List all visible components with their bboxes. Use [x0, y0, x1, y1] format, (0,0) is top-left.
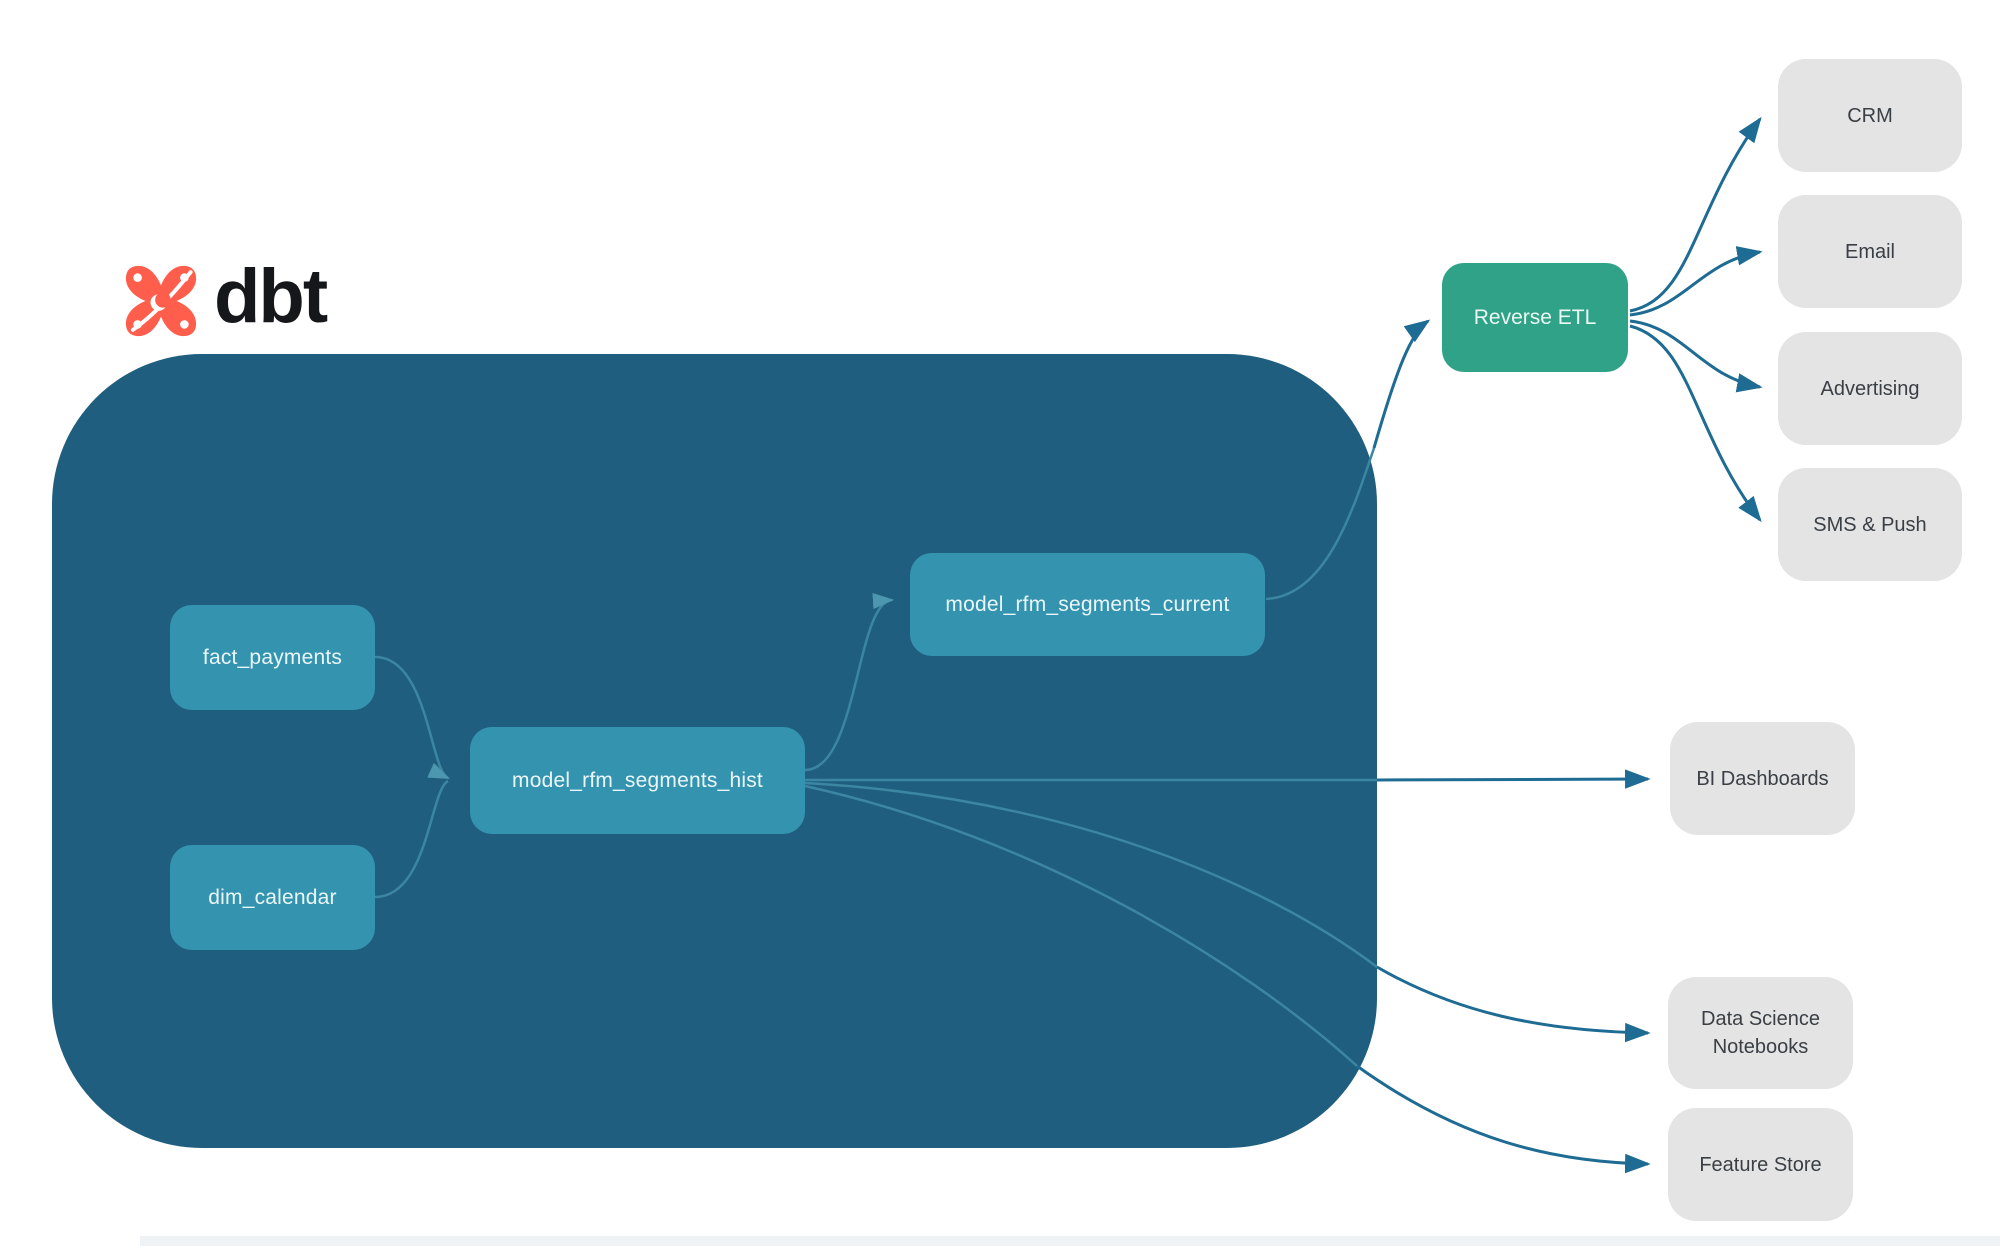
- dbt-logo-wordmark: dbt: [214, 254, 328, 339]
- node-label: BI Dashboards: [1696, 767, 1829, 790]
- node-label: model_rfm_segments_current: [945, 592, 1230, 616]
- dbt-star-icon: [125, 265, 197, 337]
- edge-hist-to-data-science: [1376, 965, 1651, 1043]
- node-label: Data Science Notebooks: [1701, 1008, 1820, 1058]
- node-label: CRM: [1847, 104, 1893, 127]
- node-advertising: Advertising: [1778, 332, 1962, 445]
- node-label: Feature Store: [1699, 1153, 1822, 1176]
- node-bi-dashboards: BI Dashboards: [1670, 722, 1855, 835]
- edge-reverse-etl-to-sms-push: [1629, 324, 1762, 523]
- node-reverse-etl: Reverse ETL: [1442, 263, 1628, 372]
- node-feature-store: Feature Store: [1668, 1108, 1853, 1221]
- bottom-strip: [140, 1236, 2000, 1246]
- node-sms-push: SMS & Push: [1778, 468, 1962, 581]
- edge-hist-to-bi-dashboards: [1376, 769, 1651, 789]
- node-fact-payments: fact_payments: [170, 605, 375, 710]
- edge-reverse-etl-to-email: [1629, 246, 1763, 317]
- node-label: dim_calendar: [208, 885, 337, 909]
- node-model-rfm-segments-hist: model_rfm_segments_hist: [470, 727, 805, 834]
- edge-reverse-etl-to-advertising: [1629, 319, 1763, 393]
- edge-hist-to-feature-store: [1356, 1064, 1651, 1174]
- node-data-science-notebooks: Data Science Notebooks: [1668, 977, 1853, 1089]
- dbt-logo: dbt: [122, 254, 328, 346]
- node-dim-calendar: dim_calendar: [170, 845, 375, 950]
- edge-current-to-reverse-etl: [1372, 319, 1431, 449]
- node-label: Reverse ETL: [1473, 305, 1597, 329]
- node-label: fact_payments: [202, 645, 343, 669]
- node-label: Advertising: [1820, 377, 1920, 400]
- node-label: model_rfm_segments_hist: [512, 768, 763, 792]
- node-label: Email: [1844, 240, 1895, 263]
- edge-reverse-etl-to-crm: [1629, 116, 1762, 313]
- node-label: SMS & Push: [1813, 513, 1927, 536]
- node-model-rfm-segments-current: model_rfm_segments_current: [910, 553, 1265, 656]
- node-crm: CRM: [1778, 59, 1962, 172]
- node-email: Email: [1778, 195, 1962, 308]
